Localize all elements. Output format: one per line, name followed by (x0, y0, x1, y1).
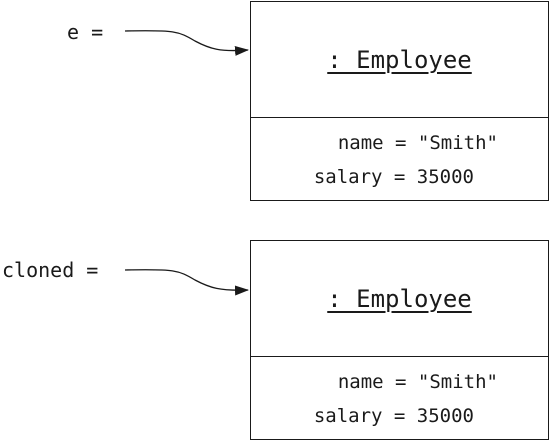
employee-object-box-cloned: : Employee name = "Smith" salary = 35000 (250, 240, 549, 440)
object-class-label: : Employee (327, 284, 472, 313)
field-name: name = "Smith" (337, 132, 498, 154)
field-salary: salary = 35000 (313, 405, 474, 427)
employee-object-box-e: : Employee name = "Smith" salary = 35000 (250, 1, 549, 201)
variable-label-e: e = (67, 20, 104, 44)
object-header: : Employee (251, 2, 548, 118)
object-class-label: : Employee (327, 45, 472, 74)
field-salary: salary = 35000 (313, 166, 474, 188)
object-fields: name = "Smith" salary = 35000 (251, 118, 548, 200)
variable-label-cloned: cloned = (2, 258, 99, 282)
field-name: name = "Smith" (337, 371, 498, 393)
object-header: : Employee (251, 241, 548, 357)
object-fields: name = "Smith" salary = 35000 (251, 357, 548, 439)
